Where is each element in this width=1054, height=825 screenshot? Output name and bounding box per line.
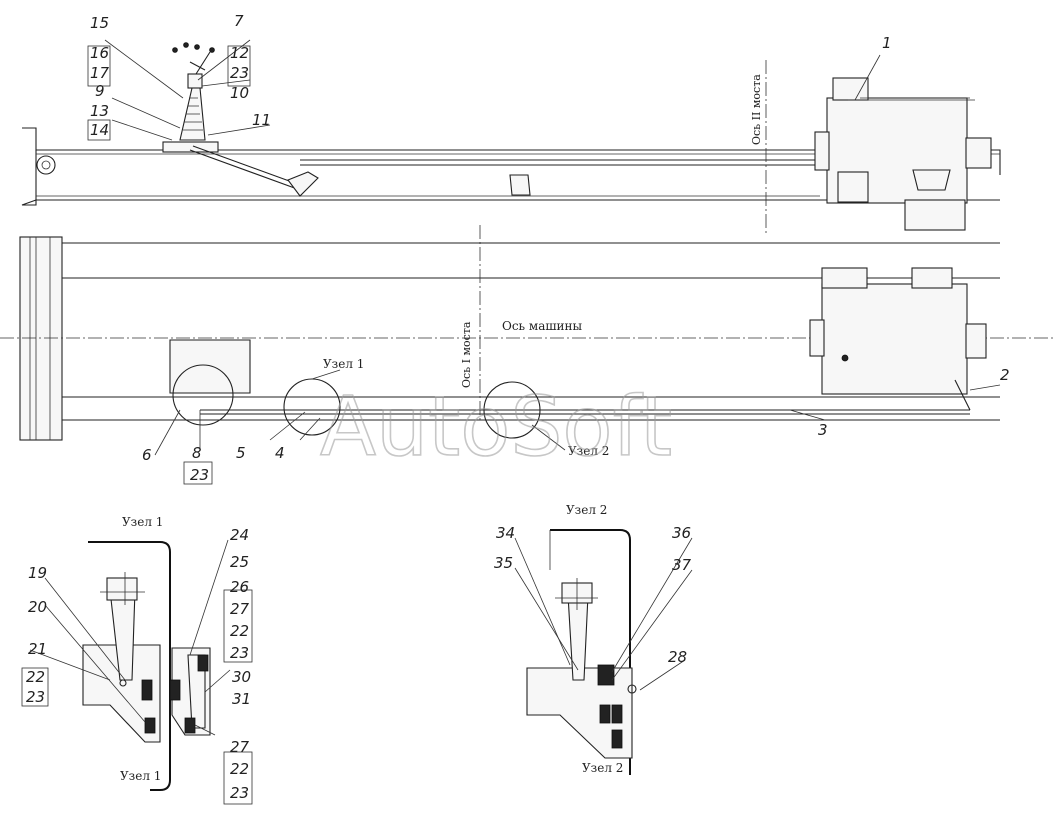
callout-30: 30 (232, 668, 251, 686)
callout-35: 35 (494, 554, 513, 572)
callout-27: 27 (230, 738, 250, 756)
callout-23: 23 (230, 784, 249, 802)
caption-node-1-detail: Узел 1 (122, 515, 163, 529)
callout-4: 4 (275, 444, 285, 462)
callout-3: 3 (818, 421, 828, 439)
callout-36: 36 (672, 524, 691, 542)
callout-22: 22 (230, 760, 249, 778)
callout-23: 23 (230, 644, 249, 662)
caption-node-2-detail: Узел 2 (566, 503, 607, 517)
callout-17: 17 (90, 64, 110, 82)
callout-37: 37 (672, 556, 692, 574)
callout-31: 31 (232, 690, 251, 708)
caption-node-1-detail-bottom: Узел 1 (120, 769, 161, 783)
callout-27: 27 (230, 600, 250, 618)
callout-2: 2 (1000, 366, 1010, 384)
caption-node-1: Узел 1 (323, 357, 364, 371)
callout-26: 26 (230, 578, 249, 596)
plan-view (0, 225, 1054, 451)
labels: 15 16 17 9 13 14 7 12 23 10 11 1 2 3 4 5… (26, 12, 1010, 802)
leaders (21, 39, 1001, 805)
caption-node-2: Узел 2 (568, 444, 609, 458)
callout-23: 23 (230, 64, 249, 82)
callout-6: 6 (142, 446, 152, 464)
callout-11: 11 (252, 111, 271, 129)
callout-8: 8 (192, 444, 202, 462)
callout-9: 9 (95, 82, 105, 100)
watermark: AutoSoft (320, 380, 672, 475)
callout-16: 16 (90, 44, 109, 62)
callout-13: 13 (90, 102, 109, 120)
callout-7: 7 (234, 12, 244, 30)
callout-25: 25 (230, 553, 249, 571)
callout-22: 22 (26, 668, 45, 686)
callout-19: 19 (28, 564, 47, 582)
callout-22: 22 (230, 622, 249, 640)
callout-24: 24 (230, 526, 249, 544)
caption-axis-machine: Ось машины (502, 319, 583, 333)
callout-23-box: 23 (190, 466, 209, 484)
node-2-detail (526, 529, 637, 775)
node-1-detail (82, 541, 211, 791)
caption-axis-bridge-1: Ось I моста (460, 321, 473, 388)
caption-node-2-detail-bottom: Узел 2 (582, 761, 623, 775)
side-view (21, 42, 1001, 235)
callout-14: 14 (90, 121, 109, 139)
callout-34: 34 (496, 524, 515, 542)
callout-10: 10 (230, 84, 249, 102)
callout-21: 21 (28, 640, 47, 658)
callout-1: 1 (882, 34, 892, 52)
callout-23: 23 (26, 688, 45, 706)
callout-5: 5 (236, 444, 246, 462)
callout-15: 15 (90, 14, 109, 32)
callout-20: 20 (28, 598, 47, 616)
caption-axis-bridge-2: Ось II моста (750, 74, 763, 145)
callout-12: 12 (230, 44, 249, 62)
callout-28: 28 (668, 648, 687, 666)
